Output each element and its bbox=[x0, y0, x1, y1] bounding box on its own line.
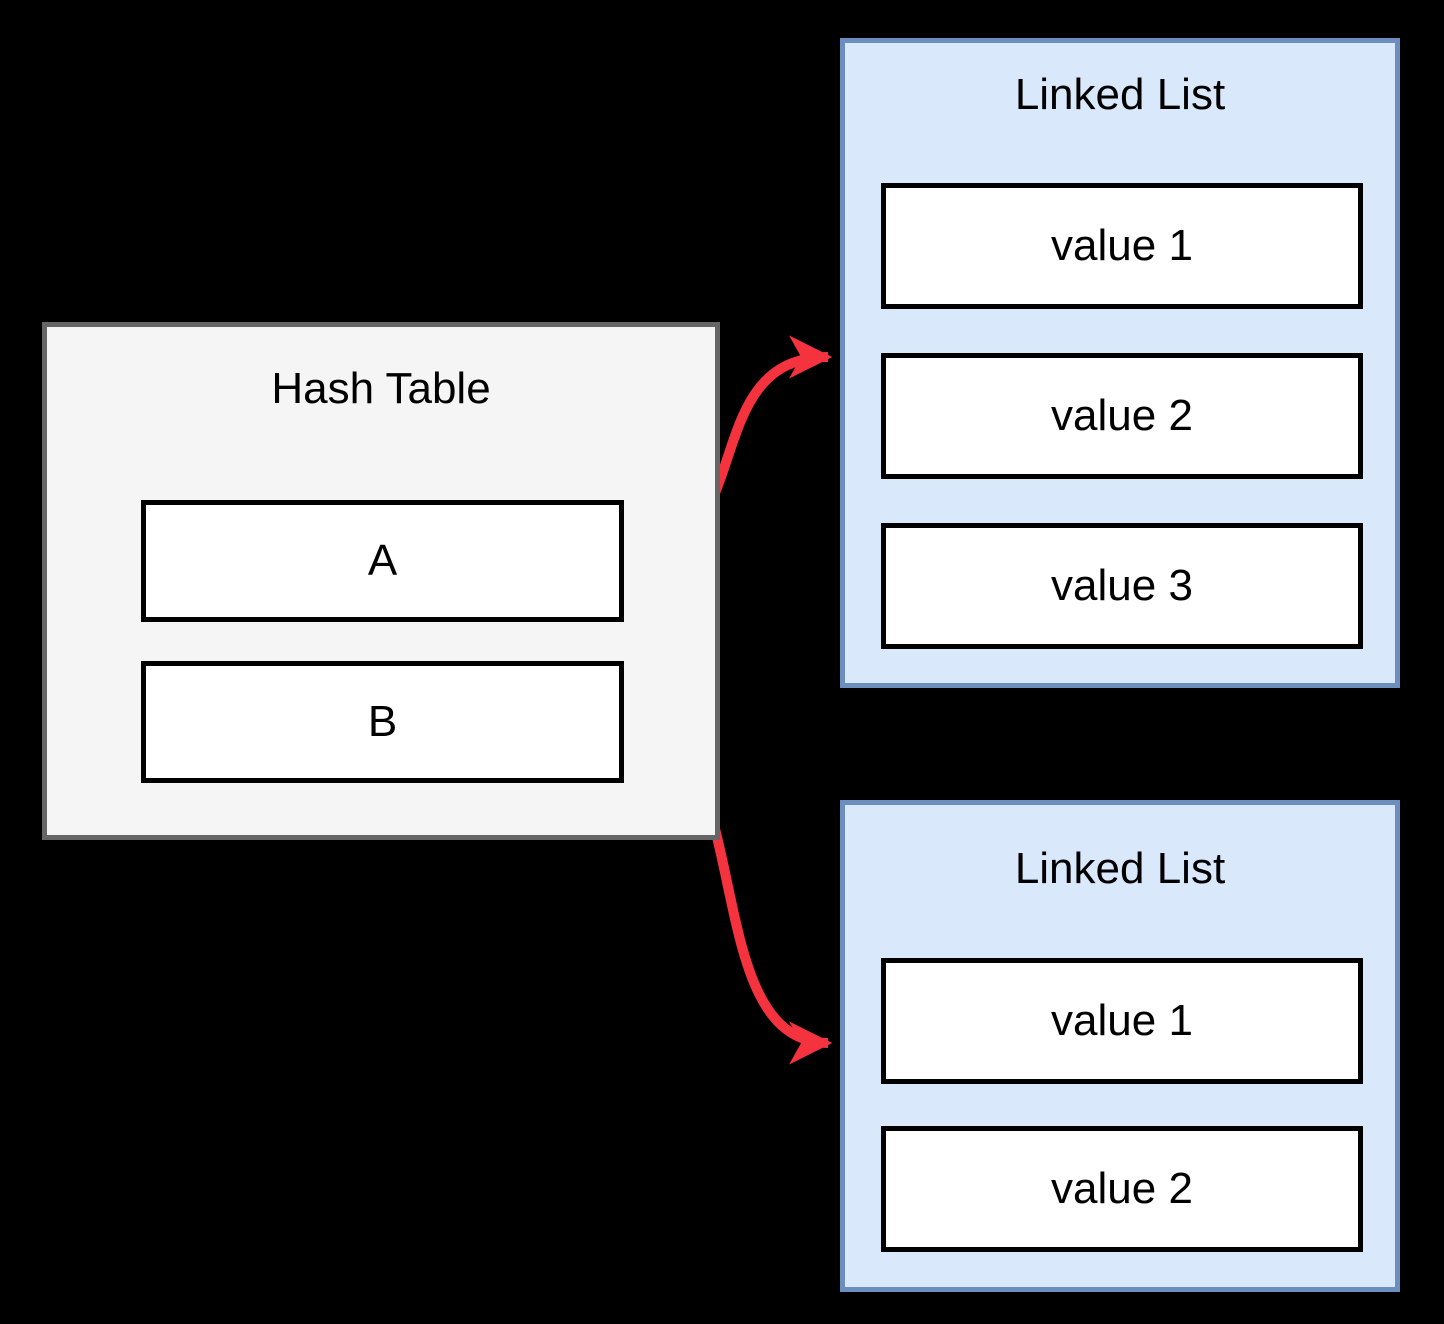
linked-list-top-node-3: value 3 bbox=[881, 523, 1363, 649]
hash-bucket-b: B bbox=[141, 661, 624, 783]
hash-bucket-a: A bbox=[141, 500, 624, 622]
hash-bucket-a-label: A bbox=[367, 536, 398, 585]
linked-list-top-node-1: value 1 bbox=[881, 183, 1363, 309]
hash-table-title: Hash Table bbox=[271, 364, 491, 413]
hash-bucket-b-label: B bbox=[367, 697, 398, 746]
linked-list-bottom-node-2: value 2 bbox=[881, 1126, 1363, 1252]
linked-list-bottom-title: Linked List bbox=[1014, 844, 1226, 893]
linked-list-top-node-2-label: value 2 bbox=[1051, 391, 1193, 440]
linked-list-bottom-node-2-label: value 2 bbox=[1051, 1164, 1193, 1213]
linked-list-bottom-box: Linked List value 1 value 2 bbox=[840, 800, 1400, 1292]
hash-table-box: Hash Table A B bbox=[42, 322, 720, 840]
linked-list-top-title: Linked List bbox=[1014, 70, 1226, 119]
linked-list-bottom-node-1-label: value 1 bbox=[1051, 996, 1193, 1045]
linked-list-top-node-3-label: value 3 bbox=[1051, 561, 1193, 610]
linked-list-top-node-2: value 2 bbox=[881, 353, 1363, 479]
linked-list-top-box: Linked List value 1 value 2 value 3 bbox=[840, 38, 1400, 688]
linked-list-top-node-1-label: value 1 bbox=[1051, 221, 1193, 270]
linked-list-bottom-node-1: value 1 bbox=[881, 958, 1363, 1084]
